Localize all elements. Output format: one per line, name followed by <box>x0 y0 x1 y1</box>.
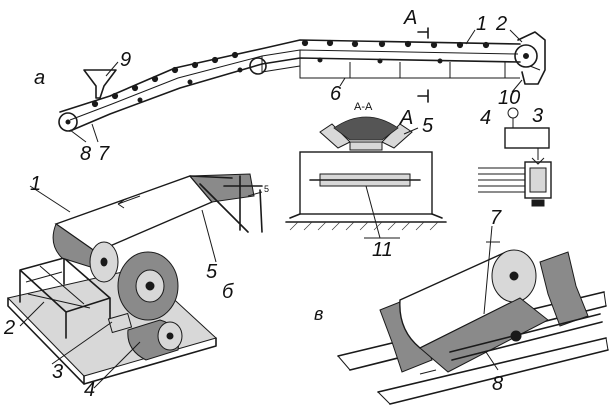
head-pulley <box>514 44 538 68</box>
callout-4-b: 4 <box>84 379 95 401</box>
coupling <box>107 312 133 334</box>
bend-pulley <box>249 57 267 75</box>
callout-2-a: 2 <box>495 13 507 35</box>
view-v-tail-station <box>337 225 609 405</box>
section-arrow-top <box>417 27 429 39</box>
gearbox-symbol <box>504 127 550 149</box>
callout-7-a: 7 <box>98 143 110 165</box>
trough-idler-center <box>349 141 383 151</box>
section-a-a <box>285 116 447 239</box>
frame-rail-top <box>69 49 519 121</box>
callout-8-a: 8 <box>80 143 91 165</box>
callout-7-v: 7 <box>490 207 502 229</box>
callout-11: 11 <box>372 239 393 261</box>
belt-motion-arrow <box>117 195 141 209</box>
callout-10: 10 <box>498 87 520 109</box>
tail-pulley-axle <box>65 119 71 125</box>
frame-rail-bottom <box>261 65 520 79</box>
label-section-title: А-А <box>354 101 373 113</box>
carriage-frame-right <box>539 251 589 327</box>
motor-symbol <box>507 107 519 119</box>
callout-6: 6 <box>330 83 342 105</box>
label-section-marker-top: А <box>403 7 417 29</box>
callout-3-b: 3 <box>52 361 63 383</box>
callout-9: 9 <box>120 49 131 71</box>
callout-1-b: 1 <box>30 173 41 195</box>
return-belt <box>419 297 549 373</box>
drive-schematic <box>478 107 552 207</box>
view-a-conveyor-elevation <box>58 27 546 143</box>
tension-screw <box>449 313 603 361</box>
callout-5-a: 5 <box>422 115 434 137</box>
label-view-b: б <box>222 281 234 303</box>
callout-5-b: 5 <box>206 261 218 283</box>
ground-hatching <box>285 221 447 231</box>
belt-upper-strand <box>59 39 521 113</box>
head-chute <box>517 31 546 85</box>
drive-frame <box>19 257 111 339</box>
loading-hopper <box>83 69 117 99</box>
labels: а б в А А А-А 1 2 9 6 10 8 7 4 3 5 11 1 … <box>3 7 543 401</box>
section-arrow-bottom <box>417 89 429 103</box>
callout-5-b-small: 5 <box>264 184 269 194</box>
label-view-a: а <box>34 67 45 89</box>
callout-1-a: 1 <box>476 13 487 35</box>
view-b-drive-station <box>7 173 263 389</box>
belt-lower-strand <box>69 57 521 132</box>
label-view-v: в <box>314 304 323 324</box>
label-section-marker-bottom: А <box>399 107 413 129</box>
callout-8-v: 8 <box>492 373 503 395</box>
material-load <box>333 116 399 141</box>
tail-pulley <box>58 112 78 132</box>
callout-3-a: 3 <box>532 105 543 127</box>
callout-4-a: 4 <box>480 107 491 129</box>
idler-rollers <box>91 39 490 108</box>
callout-2-b: 2 <box>3 317 15 339</box>
